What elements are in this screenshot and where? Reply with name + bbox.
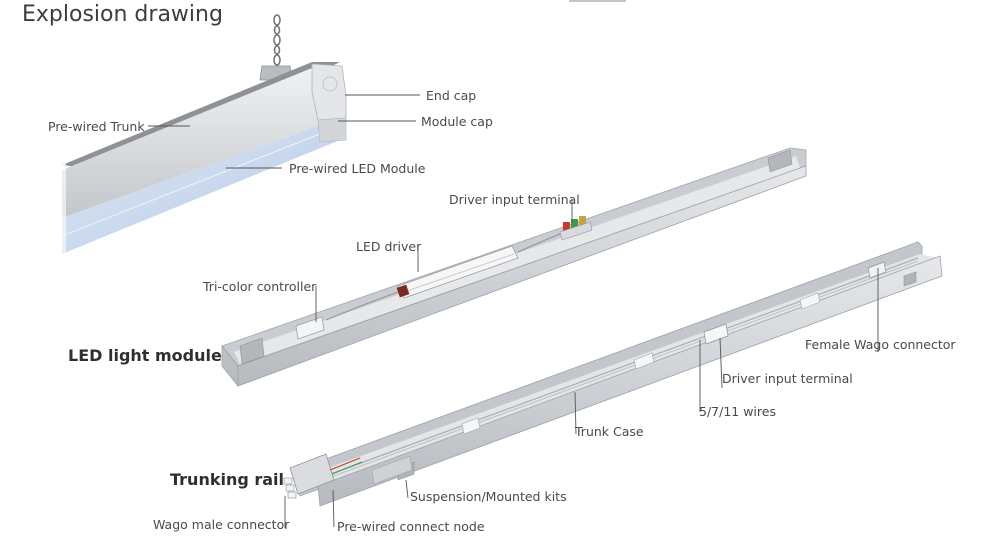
trunk-side-face [62,68,340,218]
label-tri-color-controller: Tri-color controller [203,279,317,294]
section-led-light-module: LED light module [68,346,222,365]
tri-color-controller [295,316,325,340]
label-trunk-case: Trunk Case [575,424,644,439]
end-cap [311,63,347,121]
label-rail-driver-input-terminal: Driver input terminal [722,371,853,386]
label-female-wago-connector: Female Wago connector [805,337,956,352]
led-light-module [221,147,807,387]
page-title: Explosion drawing [22,2,223,27]
leader-lines [148,94,879,528]
wago-male-connector [283,477,297,499]
rail-driver-terminal [703,323,729,345]
label-wires: 5/7/11 wires [699,404,776,419]
label-driver-input-terminal: Driver input terminal [449,192,580,207]
label-pre-wired-connect-node: Pre-wired connect node [337,519,485,534]
module-cap [317,117,347,143]
led-module-diffuser [62,118,340,254]
label-module-cap: Module cap [421,114,493,129]
label-pre-wired-led-module: Pre-wired LED Module [289,161,426,176]
section-trunking-rail: Trunking rail [170,470,285,489]
label-wago-male-connector: Wago male connector [153,517,290,532]
trunking-rail [283,241,943,507]
trunk-case [317,255,943,507]
label-end-cap: End cap [426,88,477,103]
suspension-chain [273,14,281,66]
label-suspension-kits: Suspension/Mounted kits [410,489,567,504]
label-led-driver: LED driver [356,239,422,254]
female-wago-connector [867,261,887,279]
pre-wired-connect-node [289,453,335,495]
luminaire-closeup [60,14,347,260]
driver-input-terminal-block [559,216,593,241]
label-pre-wired-trunk: Pre-wired Trunk [48,119,145,134]
